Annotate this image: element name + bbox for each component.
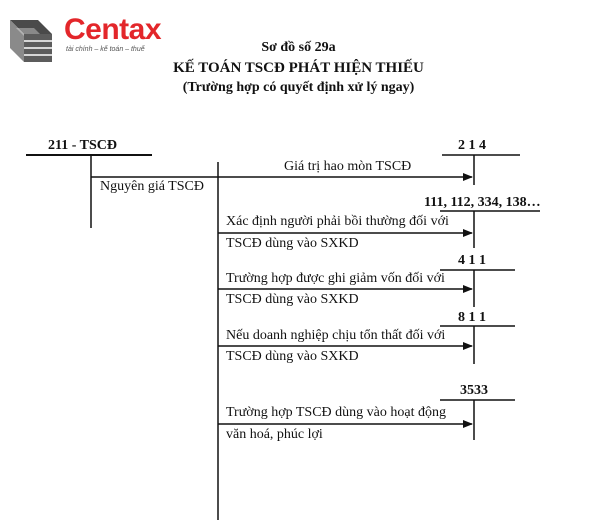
- logo-name: Centax: [64, 13, 162, 46]
- giam-von-label-line1: Trường hợp được ghi giảm vốn đối với: [226, 271, 445, 286]
- account-211-label: 211 - TSCĐ: [48, 138, 117, 153]
- account-411-label: 4 1 1: [458, 253, 486, 268]
- account-811-label: 8 1 1: [458, 310, 486, 325]
- account-3533-label: 3533: [460, 383, 488, 398]
- diagram-number: Sơ đồ số 29a: [261, 40, 336, 55]
- ton-that-label-line1: Nếu doanh nghiệp chịu tổn thất đối với: [226, 328, 446, 343]
- giam-von-label-line2: TSCĐ dùng vào SXKD: [226, 292, 359, 307]
- phuc-loi-label-line1: Trường hợp TSCĐ dùng vào hoạt động: [226, 405, 446, 420]
- boi-thuong-label-line1: Xác định người phải bồi thường đối với: [226, 214, 449, 229]
- diagram-subtitle: (Trường hợp có quyết định xử lý ngay): [182, 80, 415, 95]
- diagram-title: KẾ TOÁN TSCĐ PHÁT HIỆN THIẾU: [173, 60, 424, 76]
- logo-tagline: tài chính – kế toán – thuế: [66, 46, 145, 53]
- nguyen-gia-label: Nguyên giá TSCĐ: [100, 179, 204, 194]
- centax-logo-mark-icon: [10, 20, 52, 62]
- boi-thuong-label-line2: TSCĐ dùng vào SXKD: [226, 236, 359, 251]
- account-111-label: 111, 112, 334, 138…: [424, 195, 541, 210]
- phuc-loi-label-line2: văn hoá, phúc lợi: [226, 427, 323, 442]
- ton-that-label-line2: TSCĐ dùng vào SXKD: [226, 349, 359, 364]
- account-214-label: 2 1 4: [458, 138, 486, 153]
- hao-mon-label: Giá trị hao mòn TSCĐ: [284, 159, 412, 174]
